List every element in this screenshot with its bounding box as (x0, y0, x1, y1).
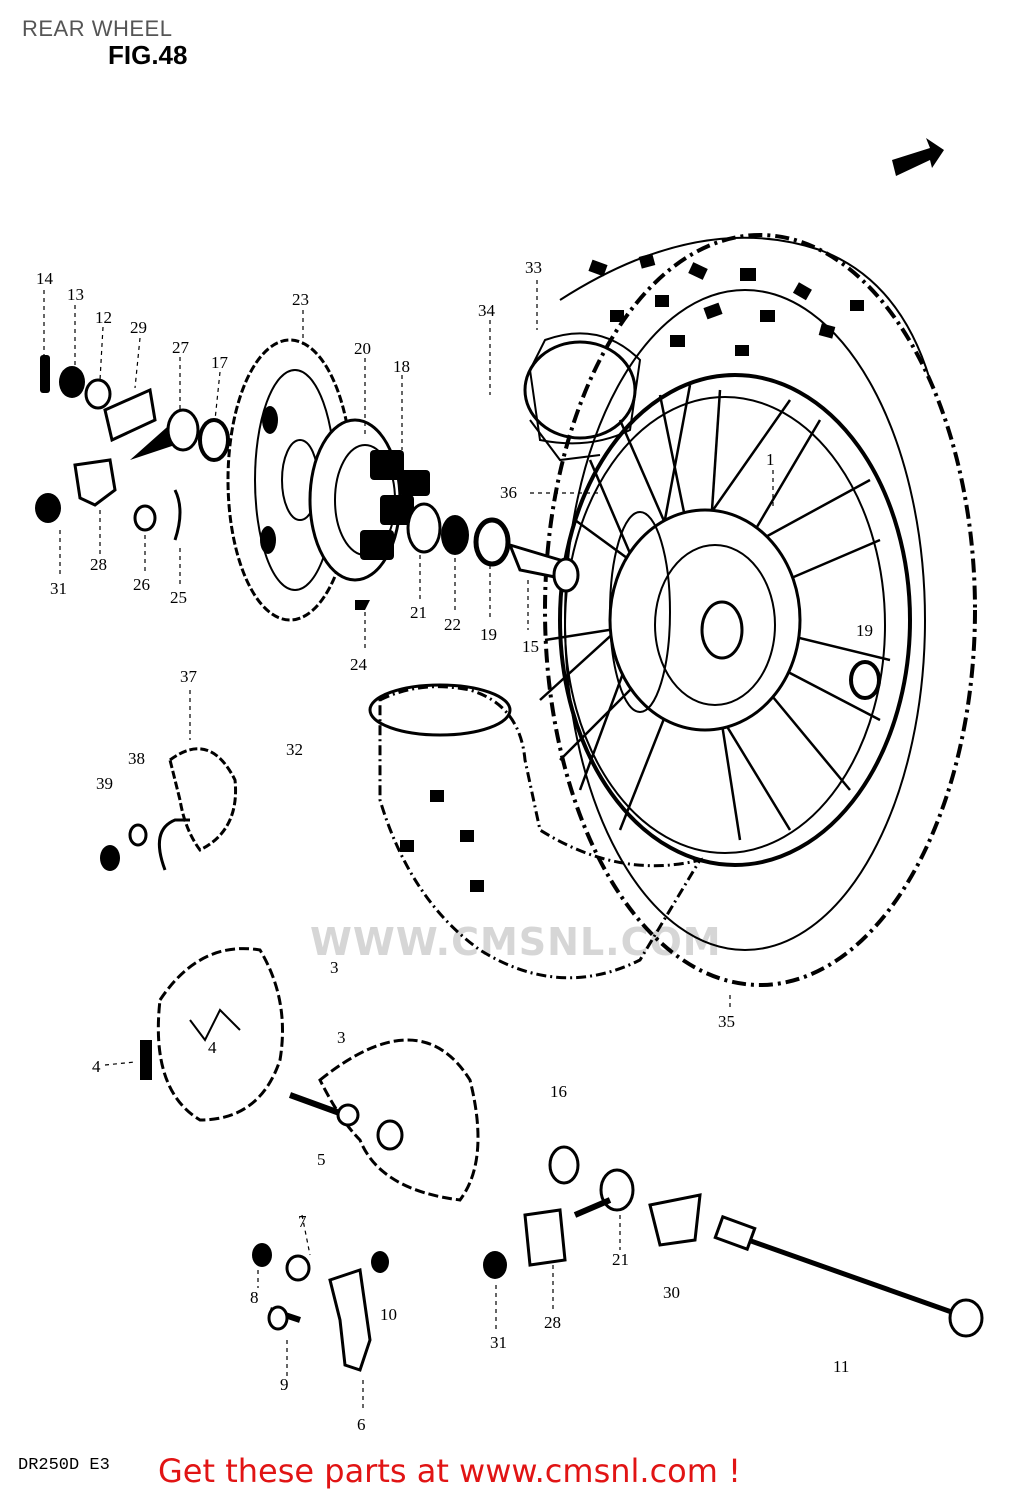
brake-panel-drawing (100, 747, 480, 1202)
page-title: REAR WHEEL (22, 16, 173, 41)
label-19a: 19 (480, 625, 497, 644)
label-31b: 31 (490, 1333, 507, 1352)
label-36: 36 (500, 483, 517, 502)
leader-lines (43, 280, 774, 1410)
label-15: 15 (522, 637, 539, 656)
left-small-parts (35, 355, 370, 610)
label-3b: 3 (337, 1028, 346, 1047)
lower-right-parts (252, 1145, 984, 1372)
label-38: 38 (128, 749, 145, 768)
label-7: 7 (298, 1212, 307, 1231)
inner-tube-drawing (523, 332, 642, 462)
label-18: 18 (393, 357, 410, 376)
label-9: 9 (280, 1375, 289, 1394)
tread-knobs (588, 253, 864, 356)
label-35: 35 (718, 1012, 735, 1031)
label-31a: 31 (50, 579, 67, 598)
label-19b: 19 (856, 621, 873, 640)
label-30: 30 (663, 1283, 680, 1302)
label-24: 24 (350, 655, 368, 674)
model-code: DR250D E3 (18, 1456, 110, 1475)
label-28a: 28 (90, 555, 107, 574)
label-29: 29 (130, 318, 147, 337)
rim-drawing (558, 373, 912, 867)
footer-parts-link[interactable]: Get these parts at www.cmsnl.com ! (158, 1452, 741, 1490)
label-23: 23 (292, 290, 309, 309)
spare-tire-drawing (368, 683, 704, 980)
label-14: 14 (36, 269, 54, 288)
label-32: 32 (286, 740, 303, 759)
hub-drawing (608, 508, 802, 732)
front-direction-arrow-icon (892, 138, 944, 176)
label-21b: 21 (612, 1250, 629, 1269)
label-20: 20 (354, 339, 371, 358)
label-12: 12 (95, 308, 112, 327)
figure-number: FIG.48 (108, 40, 188, 70)
label-26: 26 (133, 575, 150, 594)
label-37: 37 (180, 667, 198, 686)
label-17: 17 (211, 353, 229, 372)
label-8: 8 (250, 1288, 259, 1307)
label-11: 11 (833, 1357, 849, 1376)
part-labels: 14 13 12 29 27 17 23 20 18 33 34 1 36 31… (36, 258, 873, 1434)
label-4a: 4 (92, 1057, 101, 1076)
label-6: 6 (357, 1415, 366, 1434)
label-13: 13 (67, 285, 84, 304)
label-33: 33 (525, 258, 542, 277)
exploded-parts-diagram: 14 13 12 29 27 17 23 20 18 33 34 1 36 31… (35, 138, 984, 1434)
label-39: 39 (96, 774, 113, 793)
label-3a: 3 (330, 958, 339, 977)
label-21a: 21 (410, 603, 427, 622)
label-34: 34 (478, 301, 496, 320)
label-25: 25 (170, 588, 187, 607)
label-28b: 28 (544, 1313, 561, 1332)
label-5: 5 (317, 1150, 326, 1169)
label-1: 1 (766, 450, 775, 469)
label-4b: 4 (208, 1038, 217, 1057)
label-16: 16 (550, 1082, 567, 1101)
sprocket-drum-drawing (308, 418, 430, 582)
label-10: 10 (380, 1305, 397, 1324)
label-27: 27 (172, 338, 190, 357)
bearings-and-spacers (406, 502, 881, 700)
label-22: 22 (444, 615, 461, 634)
